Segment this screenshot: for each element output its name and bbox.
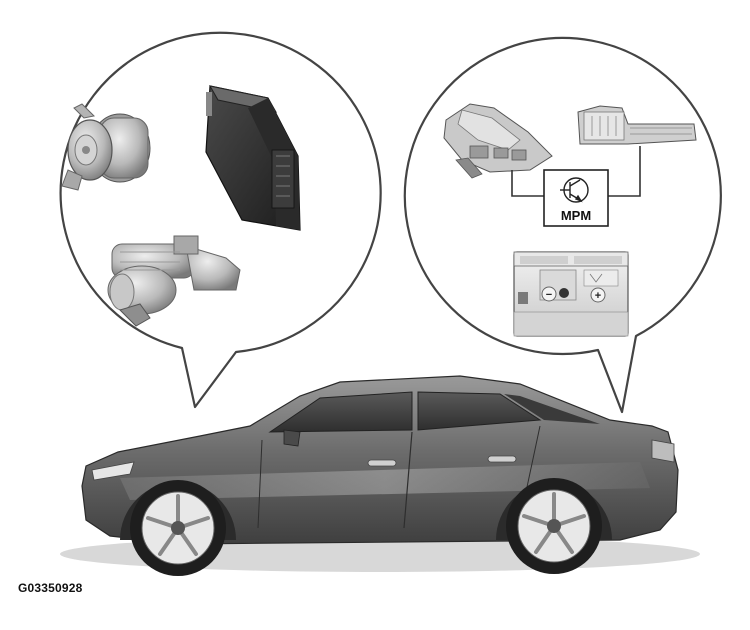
battery-plus-symbol: + [595,290,601,302]
transistor-symbol [560,177,589,203]
rear-wheel [506,478,602,574]
battery: − + [513,251,629,337]
power-module-label: MPM [561,208,591,223]
alternator [61,103,151,191]
power-module: MPM [543,169,609,227]
figure-id: G03350928 [18,581,83,595]
front-wheel [130,480,226,576]
rear-power-distribution-box [577,105,697,145]
battery-minus-symbol: − [546,289,552,301]
front-power-distribution-box [443,103,553,179]
engine-control-unit [205,85,301,231]
starter-motor [107,235,241,327]
power-module-wiring [511,146,641,197]
